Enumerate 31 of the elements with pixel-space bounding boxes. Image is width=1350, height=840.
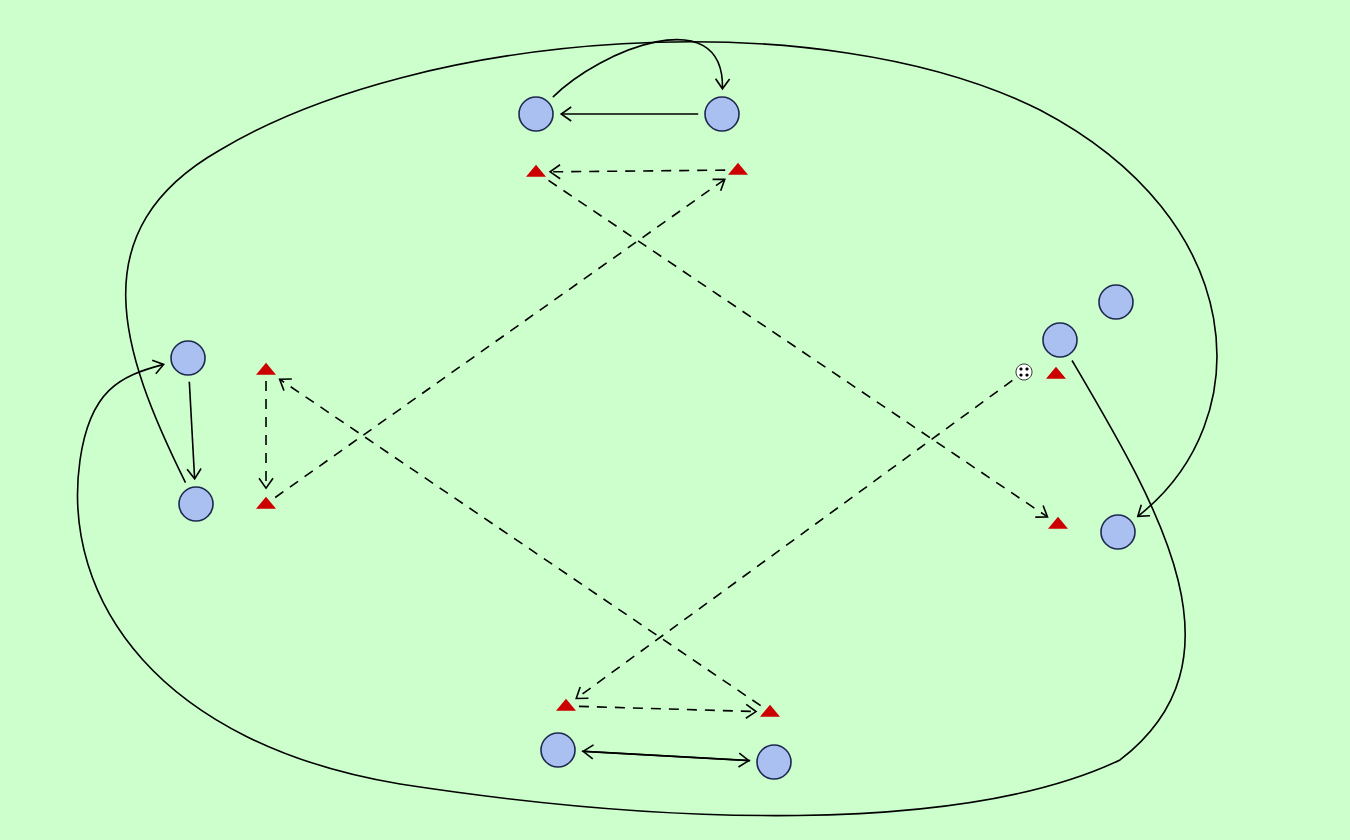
cone — [256, 496, 276, 509]
cone — [760, 704, 780, 717]
player — [1042, 322, 1078, 358]
player — [704, 96, 740, 132]
player — [756, 744, 792, 780]
pass-arrow — [278, 378, 762, 707]
cone — [728, 162, 748, 175]
player — [170, 340, 206, 376]
cone — [1046, 366, 1066, 379]
player — [518, 96, 554, 132]
player — [178, 486, 214, 522]
player — [540, 732, 576, 768]
run-arrow — [559, 106, 699, 122]
ball — [1015, 363, 1033, 381]
player — [1100, 514, 1136, 550]
run-arrow — [76, 359, 1186, 817]
pass-arrow — [274, 178, 726, 499]
pass-arrow — [548, 163, 726, 180]
cone — [526, 164, 546, 177]
run-arrow — [581, 744, 752, 762]
pass-arrow — [578, 703, 758, 720]
pass-arrow — [258, 380, 274, 490]
cone — [1048, 516, 1068, 529]
cone — [256, 362, 276, 375]
run-arrow — [124, 41, 1218, 518]
player — [1098, 284, 1134, 320]
cone — [556, 698, 576, 711]
run-arrow — [552, 38, 731, 98]
run-arrow — [186, 380, 202, 481]
pass-arrow — [575, 379, 1014, 700]
pass-arrow — [547, 179, 1049, 518]
